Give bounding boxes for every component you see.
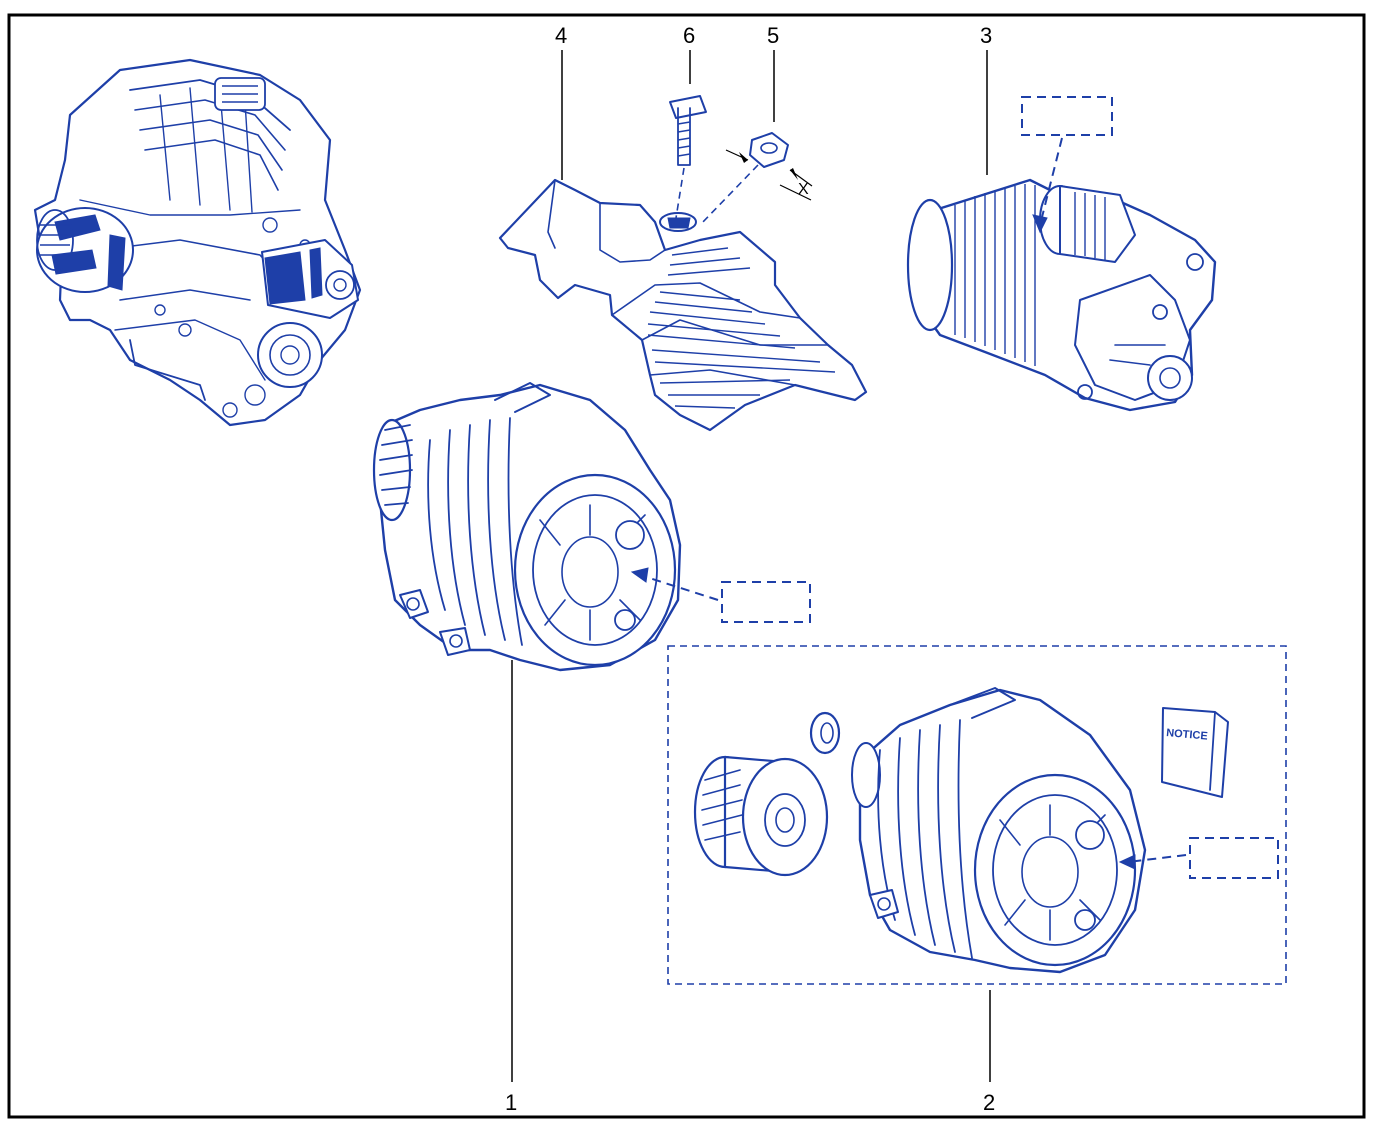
- bolt-illustration: [669, 95, 707, 219]
- notice-booklet-illustration: NOTICE: [1161, 707, 1229, 798]
- callout-4: 4: [555, 23, 567, 48]
- callout-6: 6: [683, 23, 695, 48]
- callout-3: 3: [980, 23, 992, 48]
- notice-booklet-text: NOTICE: [1166, 727, 1208, 743]
- dimension-label: X: [798, 181, 809, 198]
- engine-assembly-illustration: [33, 58, 362, 427]
- kit-washer-illustration: [809, 711, 841, 755]
- kit-boundary: [667, 645, 1287, 985]
- callout-1: 1: [505, 1090, 517, 1115]
- kit-alternator-illustration: [851, 687, 1279, 974]
- diagram-frame: [7, 13, 1366, 1119]
- kit-pulley-illustration: [693, 755, 829, 877]
- alternator-illustration: [372, 382, 811, 672]
- starter-label-placeholder: [1021, 96, 1113, 136]
- kit-label-placeholder: [1189, 837, 1279, 879]
- starter-motor-illustration: [906, 96, 1217, 412]
- kit-group: NOTICE: [667, 645, 1287, 985]
- callout-2: 2: [983, 1090, 995, 1115]
- alternator-label-placeholder: [721, 581, 811, 623]
- heat-shield-illustration: [498, 178, 868, 432]
- callout-leaders: [511, 50, 991, 1082]
- callout-5: 5: [767, 23, 779, 48]
- nut-illustration: X: [699, 132, 813, 226]
